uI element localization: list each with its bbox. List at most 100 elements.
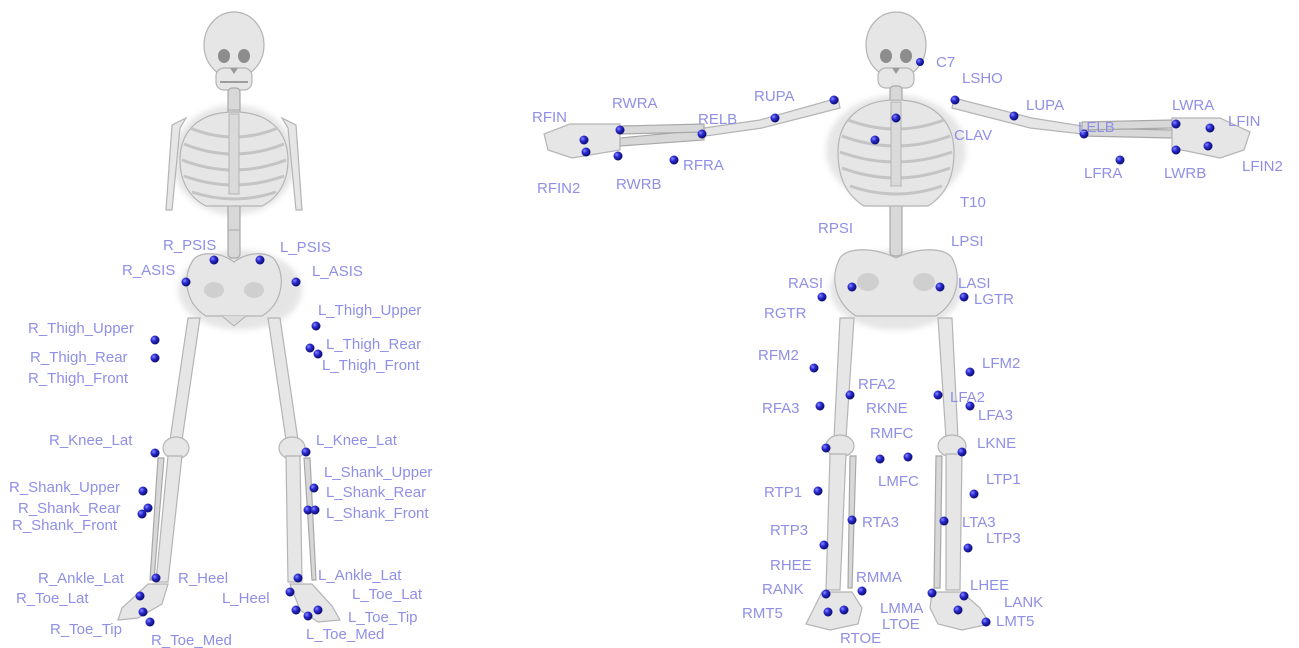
marker-label-lwrb: LWRB	[1164, 165, 1206, 182]
marker-dot	[292, 606, 301, 615]
marker-label-rtoe: RTOE	[840, 630, 881, 647]
marker-dot	[302, 448, 311, 457]
marker-label-r-toe-lat: R_Toe_Lat	[16, 590, 89, 607]
marker-dot	[314, 606, 323, 615]
marker-label-rmt5: RMT5	[742, 605, 783, 622]
marker-dot	[582, 148, 591, 157]
marker-label-rtp3: RTP3	[770, 522, 808, 539]
marker-label-rmma: RMMA	[856, 569, 902, 586]
marker-label-lmt5: LMT5	[996, 613, 1034, 630]
marker-dot	[964, 544, 973, 553]
marker-label-lwra: LWRA	[1172, 97, 1214, 114]
marker-dot	[1206, 124, 1215, 133]
marker-label-l-asis: L_ASIS	[312, 263, 363, 280]
marker-dot	[848, 283, 857, 292]
marker-label-rasi: RASI	[788, 275, 823, 292]
marker-dot	[146, 618, 155, 627]
marker-dot	[810, 364, 819, 373]
marker-label-lfin: LFIN	[1228, 113, 1261, 130]
marker-dot	[1172, 120, 1181, 129]
marker-dot	[822, 444, 831, 453]
marker-label-r-toe-med: R_Toe_Med	[151, 632, 232, 648]
marker-label-r-ankle-lat: R_Ankle_Lat	[38, 570, 125, 587]
marker-label-l-shank-front: L_Shank_Front	[326, 505, 429, 522]
marker-dot	[210, 256, 219, 265]
marker-label-lkne: LKNE	[977, 435, 1016, 452]
marker-label-rfa3: RFA3	[762, 400, 800, 417]
marker-label-lfa3: LFA3	[978, 407, 1013, 424]
marker-label-rwra: RWRA	[612, 95, 658, 112]
marker-dot	[904, 453, 913, 462]
marker-dot	[306, 344, 315, 353]
marker-label-l-shank-rear: L_Shank_Rear	[326, 484, 426, 501]
skeleton-left	[118, 12, 340, 622]
marker-label-l-toe-tip: L_Toe_Tip	[348, 609, 418, 626]
marker-dot	[858, 587, 867, 596]
marker-label-r-heel: R_Heel	[178, 570, 228, 587]
marker-dot	[958, 448, 967, 457]
marker-label-rta3: RTA3	[862, 514, 899, 531]
marker-dot	[151, 449, 160, 458]
marker-label-rhee: RHEE	[770, 557, 812, 574]
marker-label-lasi: LASI	[958, 275, 991, 292]
marker-label-rupa: RUPA	[754, 88, 795, 105]
marker-label-lpsi: LPSI	[951, 233, 984, 250]
marker-dot	[928, 589, 937, 598]
marker-label-rfra: RFRA	[683, 157, 724, 174]
marker-label-t10: T10	[960, 194, 986, 211]
marker-dot	[822, 590, 831, 599]
marker-dot	[614, 152, 623, 161]
marker-label-l-toe-med: L_Toe_Med	[306, 626, 384, 643]
marker-dot	[1172, 146, 1181, 155]
marker-label-lfin2: LFIN2	[1242, 158, 1283, 175]
marker-label-lank: LANK	[1004, 594, 1043, 611]
marker-label-rpsi: RPSI	[818, 220, 853, 237]
marker-label-l-ankle-lat: L_Ankle_Lat	[318, 567, 402, 584]
marker-dot	[256, 256, 265, 265]
marker-label-rfm2: RFM2	[758, 347, 799, 364]
marker-label-c7: C7	[936, 54, 955, 71]
marker-dot	[311, 506, 320, 515]
marker-dot	[892, 114, 901, 123]
marker-label-lfra: LFRA	[1084, 165, 1122, 182]
marker-dot	[876, 455, 885, 464]
marker-label-ltp1: LTP1	[986, 471, 1021, 488]
marker-dot	[970, 490, 979, 499]
marker-dot	[816, 402, 825, 411]
marker-dot	[152, 574, 161, 583]
marker-label-r-shank-rear: R_Shank_Rear	[18, 500, 121, 517]
marker-dot	[951, 96, 960, 105]
marker-label-lmfc: LMFC	[878, 473, 919, 490]
marker-label-l-thigh-rear: L_Thigh_Rear	[326, 336, 421, 353]
marker-dot	[182, 278, 191, 287]
marker-label-l-knee-lat: L_Knee_Lat	[316, 432, 398, 449]
marker-dot	[871, 136, 880, 145]
marker-label-r-shank-front: R_Shank_Front	[12, 517, 118, 534]
marker-label-lta3: LTA3	[962, 514, 996, 531]
marker-label-lfa2: LFA2	[950, 389, 985, 406]
marker-dot	[304, 612, 313, 621]
marker-dot	[771, 114, 780, 123]
marker-label-lelb: LELB	[1078, 119, 1115, 136]
legs-icon	[150, 318, 316, 582]
marker-dot	[580, 136, 589, 145]
marker-dot	[138, 510, 147, 519]
marker-label-rfa2: RFA2	[858, 376, 896, 393]
marker-dot	[698, 130, 707, 139]
marker-label-clav: CLAV	[954, 127, 992, 144]
marker-label-lgtr: LGTR	[974, 291, 1014, 308]
marker-dot	[820, 541, 829, 550]
marker-dot	[616, 126, 625, 135]
marker-label-relb: RELB	[698, 111, 737, 128]
marker-label-lupa: LUPA	[1026, 97, 1064, 114]
ribcage-icon	[180, 112, 288, 206]
marker-dot	[846, 391, 855, 400]
marker-dot	[848, 516, 857, 525]
marker-dot	[916, 58, 924, 66]
marker-label-lfm2: LFM2	[982, 355, 1020, 372]
marker-dot	[670, 156, 679, 165]
marker-dot	[136, 592, 145, 601]
marker-label-lsho: LSHO	[962, 70, 1003, 87]
marker-label-rfin2: RFIN2	[537, 180, 580, 197]
